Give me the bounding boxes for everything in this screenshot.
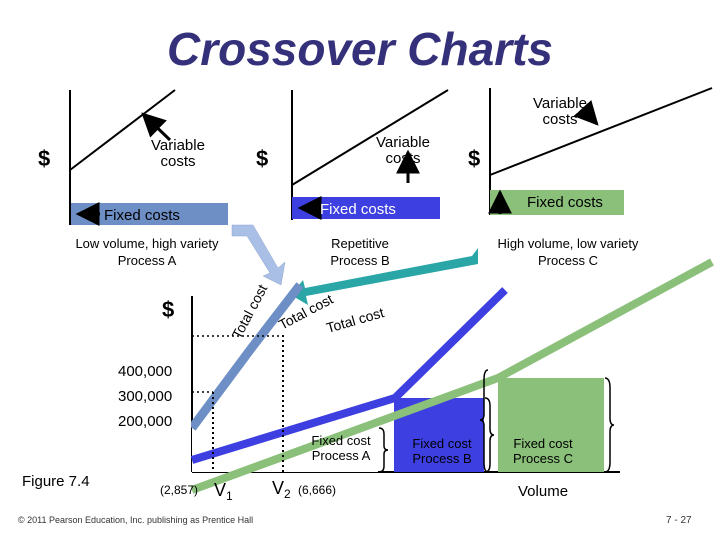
variable-costs-label-a-2: costs (160, 153, 195, 170)
copyright-text: © 2011 Pearson Education, Inc. publishin… (18, 515, 254, 525)
page-number: 7 - 27 (666, 515, 692, 526)
page-title: Crossover Charts (166, 23, 554, 75)
fixed-costs-label-a: Fixed costs (104, 207, 180, 224)
v1-value-label: (2,857) (160, 483, 198, 497)
total-cost-line-c (190, 258, 714, 494)
process-label-a-2: Process A (118, 253, 177, 268)
volume-axis-label: Volume (518, 483, 568, 500)
dollar-label-c: $ (468, 146, 480, 171)
y-tick-300000: 300,000 (118, 388, 172, 405)
crossover-arrow-a (231, 224, 286, 286)
fixed-cost-label-a-2: Process A (312, 448, 371, 463)
variable-cost-line-c (489, 87, 713, 176)
brace-left (479, 369, 489, 473)
fixed-cost-label-b-2: Process B (412, 451, 471, 466)
dollar-label-bottom: $ (162, 297, 174, 322)
fixed-cost-label-a: Fixed cost (311, 433, 371, 448)
total-cost-line-a (188, 282, 304, 431)
total-cost-label-c: Total cost (324, 304, 385, 336)
fixed-costs-label-c: Fixed costs (527, 194, 603, 211)
y-tick-400000: 400,000 (118, 363, 172, 380)
variable-arrow-c (573, 99, 599, 126)
fixed-costs-bar-a (70, 203, 228, 225)
variable-costs-label-c: Variable (533, 95, 587, 112)
fixed-costs-bar-c (490, 190, 624, 215)
process-label-c-2: Process C (538, 253, 598, 268)
y-tick-200000: 200,000 (118, 413, 172, 430)
v2-label: V2 (272, 478, 291, 501)
variable-cost-line-a (69, 89, 176, 171)
total-cost-line-b (190, 287, 508, 464)
variable-costs-label-a: Variable (151, 137, 205, 154)
v1-label: V1 (214, 480, 233, 503)
process-label-b-2: Process B (330, 253, 389, 268)
panel-process-a: $ Variable costs Fixed costs Low volume,… (38, 89, 228, 268)
v2-value-label: (6,666) (298, 483, 336, 497)
variable-costs-label-b-2: costs (385, 150, 420, 167)
figure-label: Figure 7.4 (22, 473, 90, 490)
fixed-cost-bar-process-c (498, 378, 604, 472)
dollar-label-b: $ (256, 146, 268, 171)
brace-process-a (378, 427, 389, 473)
variable-costs-label-c-2: costs (542, 111, 577, 128)
fixed-cost-label-b: Fixed cost (412, 436, 472, 451)
panel-process-b: $ Variable costs Fixed costs Repetitive … (256, 89, 449, 268)
variable-costs-label-b: Variable (376, 134, 430, 151)
panel-process-c: $ Variable costs Fixed costs High volume… (468, 87, 713, 268)
process-label-b: Repetitive (331, 236, 389, 251)
crossover-chart: $ Total cost Total cost Total cost 400,0… (22, 258, 714, 503)
process-label-c: High volume, low variety (498, 236, 639, 251)
process-label-a: Low volume, high variety (75, 236, 219, 251)
dollar-label-a: $ (38, 146, 50, 171)
variable-arrow-a (141, 112, 172, 142)
fixed-costs-bar-b (292, 197, 440, 219)
crossover-arrows (231, 224, 478, 305)
brace-process-c (604, 377, 615, 473)
fixed-cost-label-c: Fixed cost (513, 436, 573, 451)
y-tick-background (115, 360, 191, 430)
brace-process-b (484, 397, 495, 473)
crossover-arrow-c (291, 248, 478, 305)
fixed-costs-label-b: Fixed costs (320, 201, 396, 218)
variable-cost-line-b (291, 89, 449, 186)
fixed-cost-label-c-2: Process C (513, 451, 573, 466)
y-axis-ticks: 400,000 300,000 200,000 (115, 360, 191, 430)
